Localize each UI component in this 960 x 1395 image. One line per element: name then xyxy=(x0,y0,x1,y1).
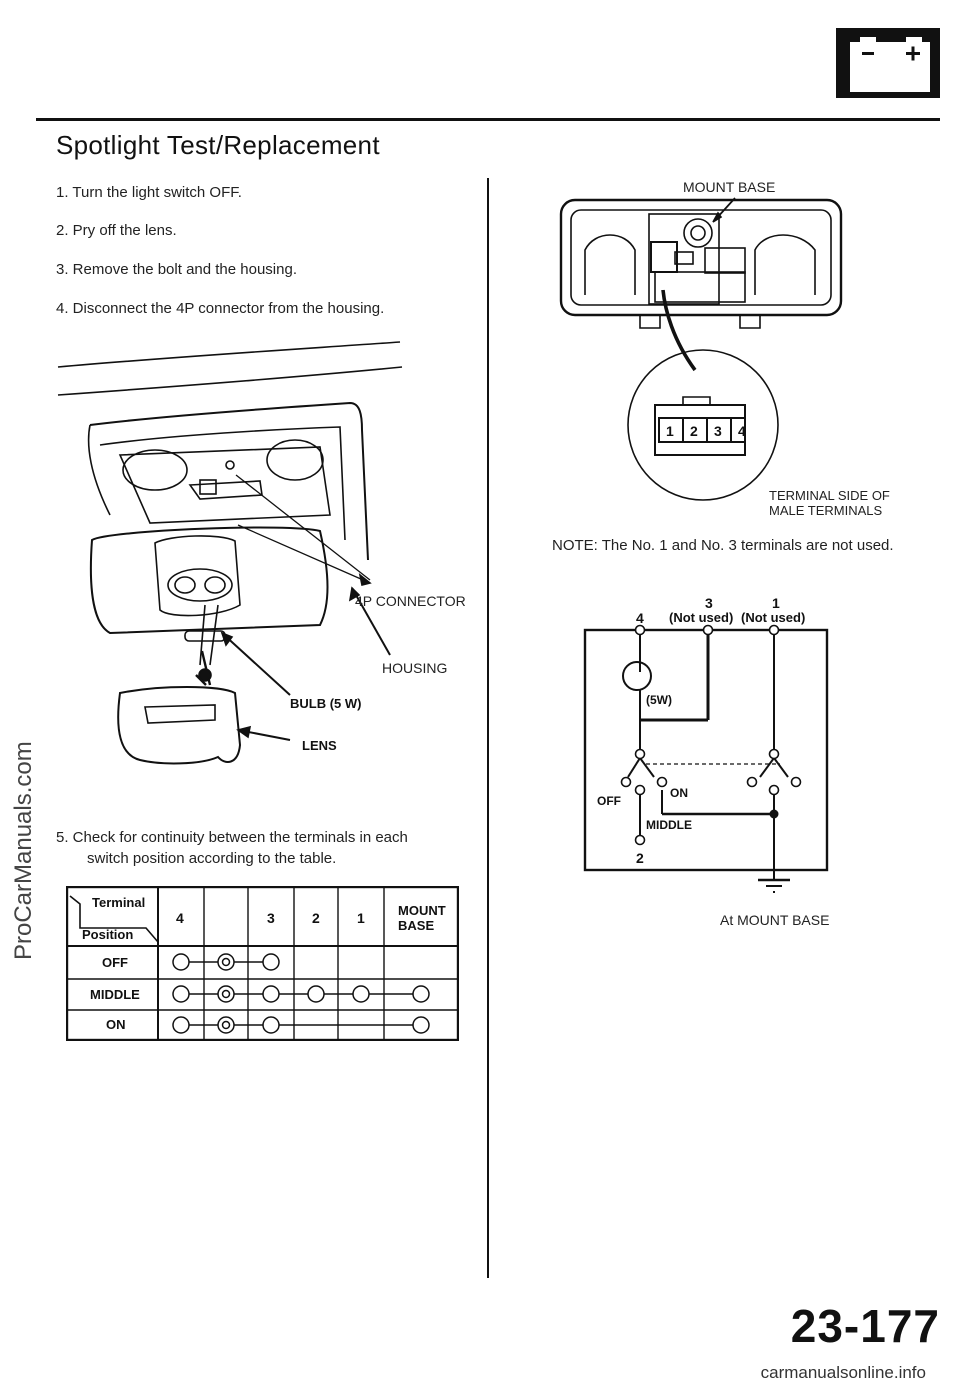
pin-1-label: 1 xyxy=(666,423,674,439)
step-4: 4. Disconnect the 4P connector from the … xyxy=(56,300,385,317)
pin-3-label: 3 xyxy=(714,423,722,439)
step-1: 1. Turn the light switch OFF. xyxy=(56,184,242,201)
bulb-symbol xyxy=(221,957,231,967)
table-row-off: OFF xyxy=(102,955,128,970)
battery-icon xyxy=(836,28,940,98)
continuity-terminal xyxy=(172,985,190,1003)
continuity-terminal xyxy=(262,953,280,971)
ground-caption: At MOUNT BASE xyxy=(720,912,830,928)
step-2: 2. Pry off the lens. xyxy=(56,222,177,239)
mount-base-label: MOUNT BASE xyxy=(683,179,776,195)
terminal-side-label: TERMINAL SIDE OF xyxy=(769,488,890,503)
continuity-terminal xyxy=(262,985,280,1003)
continuity-terminal xyxy=(172,953,190,971)
step-3: 3. Remove the bolt and the housing. xyxy=(56,261,297,278)
connector-callout: 4P CONNECTOR xyxy=(355,593,466,609)
continuity-terminal xyxy=(217,1016,235,1034)
table-col-4: 4 xyxy=(176,910,184,926)
terminal-2-label: 2 xyxy=(636,850,644,866)
header-rule xyxy=(36,118,940,121)
pin-2-label: 2 xyxy=(690,423,698,439)
watermark: ProCarManuals.com xyxy=(10,741,37,960)
table-col-3: 3 xyxy=(267,910,275,926)
bulb-rating: (5W) xyxy=(646,693,672,707)
terminal-side-label-2: MALE TERMINALS xyxy=(769,503,883,518)
continuity-table xyxy=(65,885,460,1042)
terminal-4-label: 4 xyxy=(636,610,644,626)
mount-base-diagram xyxy=(555,190,855,520)
terminal-1-label: 1 xyxy=(772,595,780,611)
table-col-2: 2 xyxy=(312,910,320,926)
step-5: 5. Check for continuity between the term… xyxy=(56,829,408,846)
terminal-1-note: (Not used) xyxy=(741,610,806,625)
bulb-symbol xyxy=(221,1020,231,1030)
table-corner-position: Position xyxy=(82,927,134,942)
on-label: ON xyxy=(670,786,688,800)
terminal-3-label: 3 xyxy=(705,595,713,611)
lens-callout: LENS xyxy=(302,738,337,753)
continuity-terminal xyxy=(412,985,430,1003)
continuity-terminal xyxy=(307,985,325,1003)
off-label: OFF xyxy=(597,794,621,808)
column-divider xyxy=(487,178,489,1278)
continuity-terminal xyxy=(217,985,235,1003)
continuity-terminal xyxy=(172,1016,190,1034)
pin-4-label: 4 xyxy=(738,423,746,439)
spotlight-illustration xyxy=(50,335,470,775)
step-5-continued: switch position according to the table. xyxy=(87,850,337,867)
footer-text: carmanualsonline.info xyxy=(760,1363,926,1382)
table-col-mount-base: MOUNT BASE xyxy=(398,903,446,933)
terminal-3-note: (Not used) xyxy=(669,610,734,625)
middle-label: MIDDLE xyxy=(646,818,692,832)
continuity-terminal xyxy=(412,1016,430,1034)
bulb-symbol xyxy=(221,989,231,999)
page-title: Spotlight Test/Replacement xyxy=(56,130,380,160)
continuity-terminal xyxy=(262,1016,280,1034)
continuity-terminal xyxy=(352,985,370,1003)
housing-callout: HOUSING xyxy=(382,660,448,676)
table-corner-terminal: Terminal xyxy=(92,895,146,910)
table-row-on: ON xyxy=(106,1017,126,1032)
table-col-1: 1 xyxy=(357,910,365,926)
wiring-schematic xyxy=(580,592,840,922)
continuity-terminal xyxy=(217,953,235,971)
bulb-callout: BULB (5 W) xyxy=(290,696,362,711)
page-number: 23-177 xyxy=(790,1300,940,1352)
note-text: NOTE: The No. 1 and No. 3 terminals are … xyxy=(552,537,894,554)
table-row-middle: MIDDLE xyxy=(90,987,140,1002)
